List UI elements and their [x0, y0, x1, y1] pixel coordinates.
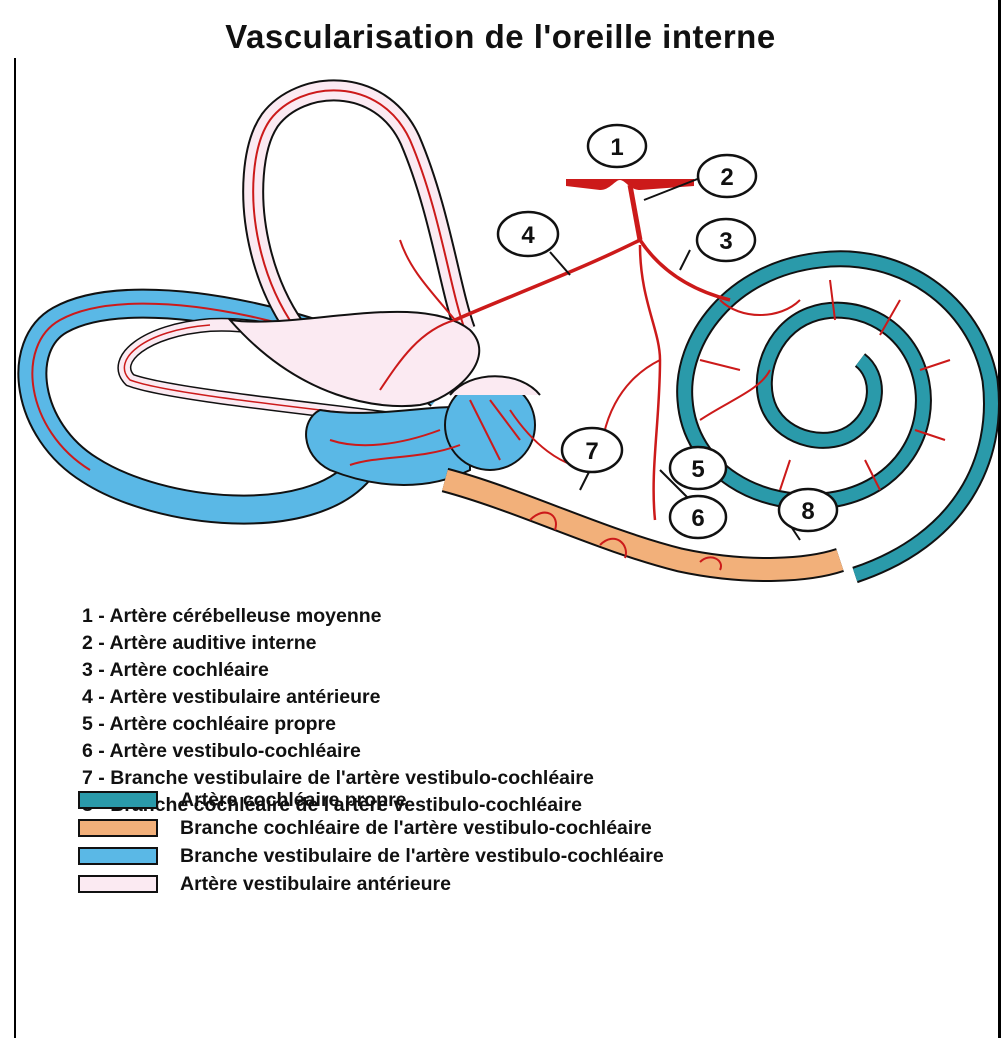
svg-text:6: 6 [691, 505, 704, 532]
inner-ear-diagram: 1 2 3 4 5 6 7 8 [0, 0, 1001, 600]
svg-text:2: 2 [720, 164, 733, 191]
callout-3: 3 [697, 219, 755, 261]
svg-text:1: 1 [610, 134, 623, 161]
key-row-vestibular-branch: Branche vestibulaire de l'artère vestibu… [78, 842, 664, 870]
svg-text:7: 7 [585, 438, 598, 465]
callout-4: 4 [498, 212, 558, 256]
key-row-cochlear-branch: Branche cochléaire de l'artère vestibulo… [78, 814, 664, 842]
svg-text:8: 8 [801, 498, 814, 525]
callout-8: 8 [779, 489, 837, 531]
color-key: Artère cochléaire propre Branche cochléa… [78, 786, 664, 898]
callout-7: 7 [562, 428, 622, 472]
svg-text:5: 5 [691, 456, 704, 483]
svg-text:3: 3 [719, 228, 732, 255]
legend-item-5: 5 - Artère cochléaire propre [82, 711, 594, 738]
key-row-anterior-vestibular: Artère vestibulaire antérieure [78, 870, 664, 898]
swatch-teal [78, 791, 158, 809]
callout-1: 1 [588, 125, 646, 167]
legend-item-3: 3 - Artère cochléaire [82, 657, 594, 684]
swatch-blue [78, 847, 158, 865]
cochlea [685, 259, 992, 575]
legend-item-2: 2 - Artère auditive interne [82, 630, 594, 657]
legend-item-6: 6 - Artère vestibulo-cochléaire [82, 738, 594, 765]
key-row-cochlear-proper: Artère cochléaire propre [78, 786, 664, 814]
svg-text:4: 4 [521, 222, 535, 249]
swatch-orange [78, 819, 158, 837]
callout-5: 5 [670, 447, 726, 489]
legend-item-1: 1 - Artère cérébelleuse moyenne [82, 603, 594, 630]
callout-6: 6 [670, 496, 726, 538]
legend-item-4: 4 - Artère vestibulaire antérieure [82, 684, 594, 711]
swatch-pink [78, 875, 158, 893]
callout-2: 2 [698, 155, 756, 197]
